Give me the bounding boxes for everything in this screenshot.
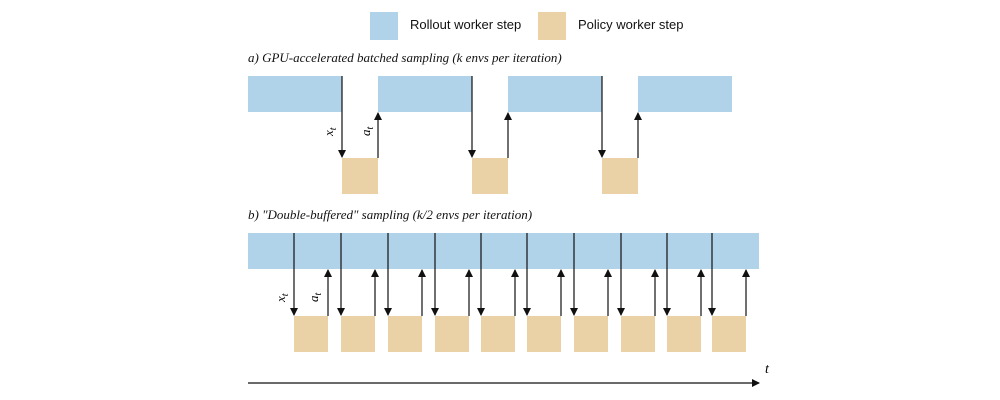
section-a-title: a) GPU-accelerated batched sampling (k e… — [248, 50, 562, 65]
obs-arrow-label-a: xt — [321, 127, 339, 137]
policy-step-b-9 — [667, 316, 701, 352]
rollout-step-a-3 — [508, 76, 602, 112]
rollout-step-b — [248, 233, 759, 269]
rollout-step-a-2 — [378, 76, 472, 112]
rollout-step-a-1 — [248, 76, 342, 112]
obs-arrow-label-b: xt — [273, 293, 291, 303]
policy-step-a-1 — [342, 158, 378, 194]
policy-step-b-6 — [527, 316, 561, 352]
rollout-legend-label: Rollout worker step — [410, 17, 522, 32]
policy-step-b-1 — [294, 316, 328, 352]
policy-step-b-10 — [712, 316, 746, 352]
policy-legend-swatch — [538, 12, 566, 40]
policy-step-a-3 — [602, 158, 638, 194]
policy-step-a-2 — [472, 158, 508, 194]
policy-step-b-4 — [435, 316, 469, 352]
act-arrow-label-a: at — [358, 127, 376, 137]
policy-step-b-5 — [481, 316, 515, 352]
policy-legend-label: Policy worker step — [578, 17, 684, 32]
section-b-marks — [290, 233, 750, 352]
policy-step-b-2 — [341, 316, 375, 352]
rollout-legend-swatch — [370, 12, 398, 40]
policy-step-b-3 — [388, 316, 422, 352]
section-b-title: b) "Double-buffered" sampling (k/2 envs … — [248, 207, 533, 222]
time-axis-label: t — [765, 362, 770, 377]
policy-step-b-8 — [621, 316, 655, 352]
rollout-step-a-4 — [638, 76, 732, 112]
policy-step-b-7 — [574, 316, 608, 352]
act-arrow-label-b: at — [306, 293, 324, 303]
